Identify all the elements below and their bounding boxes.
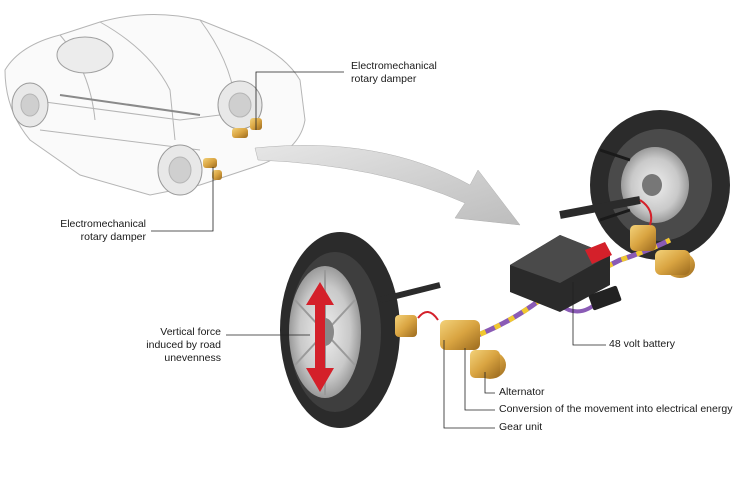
label-damper-left: Electromechanical rotary damper xyxy=(40,218,146,244)
label-vertical-force-line1: Vertical force xyxy=(160,326,221,338)
leader-lines xyxy=(151,71,606,429)
left-wheel xyxy=(280,232,400,428)
label-damper-left-line2: rotary damper xyxy=(80,231,146,243)
label-damper-top: Electromechanical rotary damper xyxy=(351,60,437,86)
front-axle xyxy=(379,282,441,303)
label-gear-unit: Gear unit xyxy=(499,421,543,433)
label-damper-left-line1: Electromechanical xyxy=(60,218,146,230)
label-vertical-force: Vertical force induced by road unevennes… xyxy=(120,326,221,365)
rear-damper xyxy=(630,199,695,278)
label-vertical-force-line3: unevenness xyxy=(164,352,221,364)
force-arrow xyxy=(306,282,334,392)
label-conversion: Conversion of the movement into electric… xyxy=(499,403,733,415)
label-alternator: Alternator xyxy=(499,386,545,398)
battery-unit xyxy=(510,235,622,312)
car-illustration xyxy=(4,13,306,196)
label-damper-top-line1: Electromechanical xyxy=(351,60,437,72)
label-vertical-force-line2: induced by road xyxy=(146,339,221,351)
rear-axle xyxy=(559,196,641,219)
label-damper-top-line2: rotary damper xyxy=(351,73,417,85)
transition-arrow xyxy=(254,145,521,226)
front-damper xyxy=(395,311,506,379)
label-battery: 48 volt battery xyxy=(609,338,675,350)
car-dampers xyxy=(203,118,262,180)
right-wheel xyxy=(590,110,730,260)
